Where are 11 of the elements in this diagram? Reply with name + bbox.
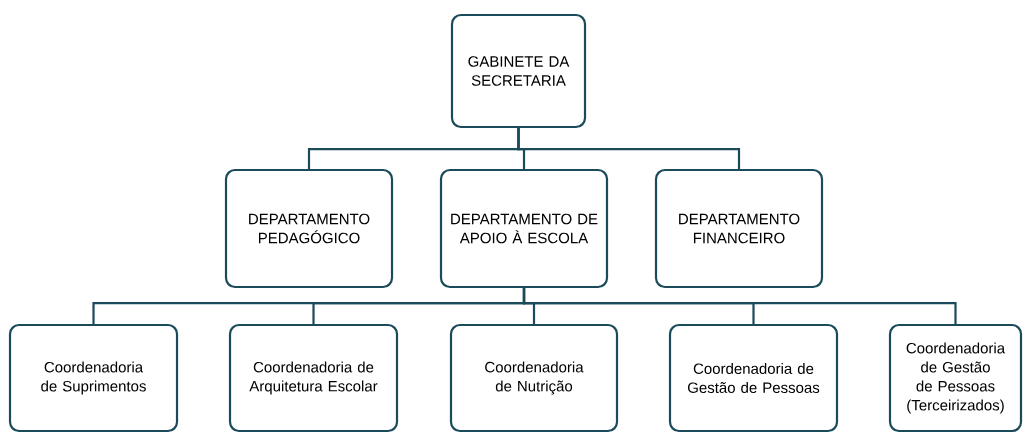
connector-line [522, 288, 957, 324]
org-box: DEPARTAMENTO FINANCEIRO [654, 168, 824, 289]
org-box: Coordenadoria de Gestão de Pessoas (Terceirizados) [888, 323, 1023, 433]
connector-line [517, 128, 741, 169]
org-box: Coordenadoria de Arquitetura Escolar [228, 323, 399, 433]
org-box: DEPARTAMENTO PEDAGÓGICO [224, 168, 394, 289]
org-box: Coordenadoria de Gestão de Pessoas [668, 323, 839, 433]
org-box: DEPARTAMENTO DE APOIO À ESCOLA [439, 168, 609, 289]
org-box: Coordenadoria de Nutrição [449, 323, 619, 433]
org-box: GABINETE DA SECRETARIA [450, 13, 587, 129]
org-box: Coordenadoria de Suprimentos [8, 323, 179, 433]
